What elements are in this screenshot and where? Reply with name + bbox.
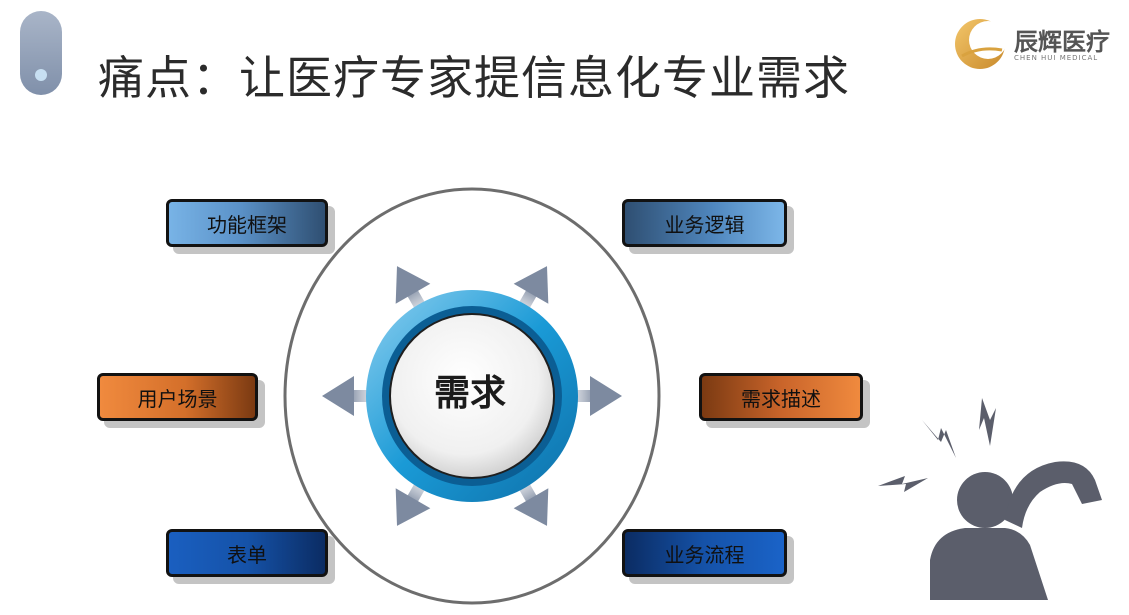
page-title: 痛点：让医疗专家提信息化专业需求: [98, 51, 850, 105]
node-user-scenario: 用户场景: [97, 373, 258, 421]
crescent-logo-icon: [955, 19, 1007, 69]
node-requirement-description: 需求描述: [699, 373, 863, 421]
title-accent-dot: [35, 69, 47, 81]
title-accent-pill: [20, 11, 62, 95]
frustrated-person-icon: [878, 398, 1102, 600]
node-form: 表单: [166, 529, 328, 577]
center-label: 需求: [433, 373, 506, 414]
node-business-logic: 业务逻辑: [622, 199, 787, 247]
outer-ring: [283, 187, 661, 605]
logo-name: 辰辉医疗: [1014, 27, 1110, 56]
center-disc: [389, 313, 555, 479]
company-logo: 辰辉医疗 CHEN HUI MEDICAL: [952, 16, 1122, 72]
logo-subtitle: CHEN HUI MEDICAL: [1014, 54, 1099, 62]
node-business-process: 业务流程: [622, 529, 787, 577]
node-function-framework: 功能框架: [166, 199, 328, 247]
